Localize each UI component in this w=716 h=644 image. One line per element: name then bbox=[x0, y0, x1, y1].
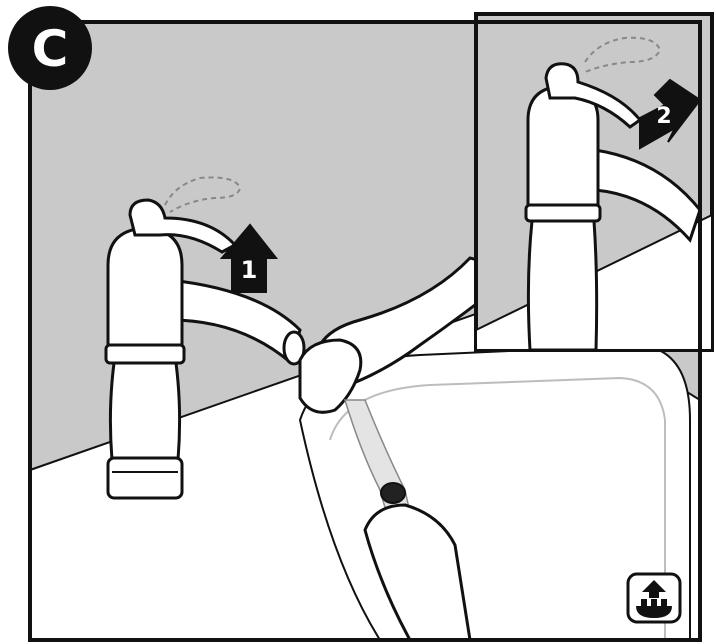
arrow-2-label: 2 bbox=[656, 104, 671, 129]
faucet-base bbox=[108, 458, 182, 498]
inset-column-upper bbox=[528, 86, 598, 205]
fill-sink-icon bbox=[628, 574, 680, 622]
faucet-column-lower bbox=[110, 363, 179, 460]
inset-column-lower bbox=[528, 221, 596, 350]
aerator-part bbox=[381, 483, 405, 503]
arrow-1-label: 1 bbox=[241, 256, 258, 284]
inset-band bbox=[526, 205, 600, 221]
faucet-column-upper bbox=[108, 228, 182, 345]
step-letter: C bbox=[32, 20, 69, 78]
inset-panel: 2 bbox=[476, 14, 712, 350]
step-badge: C bbox=[8, 6, 92, 90]
faucet-band bbox=[106, 345, 184, 363]
